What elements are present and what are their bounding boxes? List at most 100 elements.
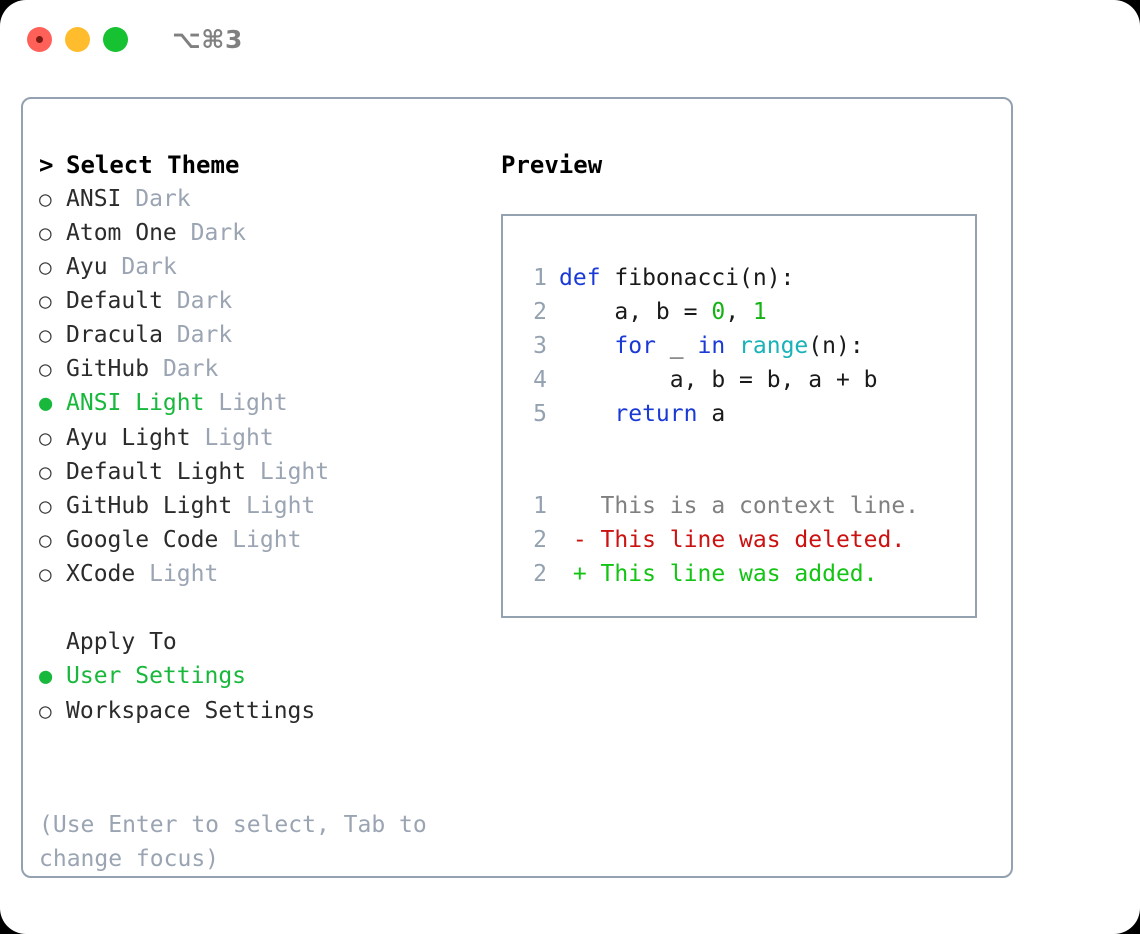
theme-variant-value: Light: [149, 561, 219, 587]
diff-line: 2 - This line was deleted.: [519, 523, 969, 557]
theme-name-label: XCode: [66, 561, 136, 587]
theme-variant-label: [163, 284, 177, 318]
theme-list: ○ANSI Dark○Atom One Dark○Ayu Dark○Defaul…: [39, 182, 479, 591]
theme-variant-label: [191, 421, 205, 455]
apply-to-option[interactable]: ○Workspace Settings: [39, 694, 479, 728]
theme-variant-value: Dark: [135, 186, 191, 212]
theme-list-item[interactable]: ○ Dracula Dark: [39, 318, 479, 352]
theme-list-item[interactable]: ○ Google Code Light: [39, 523, 479, 557]
theme-variant-label: [163, 318, 177, 352]
theme-list-item[interactable]: ○ Ayu Dark: [39, 250, 479, 284]
radio-unselected-icon[interactable]: ○: [39, 699, 52, 723]
radio-unselected-icon[interactable]: ○: [39, 528, 52, 552]
close-window-button[interactable]: [27, 26, 52, 52]
maximize-window-button[interactable]: [103, 26, 128, 52]
preview-title: Preview: [501, 151, 603, 179]
theme-name-label: Atom One: [66, 220, 177, 246]
theme-list-item[interactable]: ● ANSI Light Light: [39, 386, 479, 421]
theme-variant-value: Dark: [162, 356, 219, 382]
apply-to-option[interactable]: ●User Settings: [39, 659, 479, 694]
diff-line-number: 2: [533, 527, 547, 553]
code-token: 0: [711, 299, 726, 325]
radio-unselected-icon[interactable]: ○: [39, 323, 52, 347]
code-token: ,: [725, 299, 753, 325]
radio-selected-icon[interactable]: ●: [39, 664, 53, 689]
help-text: (Use Enter to select, Tab to change focu…: [39, 812, 427, 872]
apply-to-marker-placeholder: ○: [39, 625, 66, 659]
code-line: 3 for _ in range(n):: [519, 329, 969, 363]
radio-unselected-icon[interactable]: ○: [39, 357, 52, 381]
theme-selector-column: >Select Theme ○ANSI Dark○Atom One Dark○A…: [39, 148, 479, 728]
theme-name-label: ANSI: [66, 186, 122, 212]
theme-variant-value: Light: [259, 459, 330, 485]
radio-unselected-icon[interactable]: ○: [39, 187, 52, 211]
theme-variant-value: Light: [204, 425, 274, 451]
diff-line-text: + This line was added.: [559, 561, 878, 587]
code-token: [725, 333, 739, 359]
theme-variant-value: Light: [246, 493, 316, 519]
theme-list-item[interactable]: ○GitHub Dark: [39, 352, 479, 386]
code-line: 5 return a: [519, 397, 969, 431]
code-token: (n):: [808, 333, 864, 359]
theme-list-item[interactable]: ○Atom One Dark: [39, 216, 479, 250]
radio-unselected-icon[interactable]: ○: [39, 221, 52, 245]
code-token: a, b =: [559, 299, 712, 325]
code-token: return: [614, 401, 698, 427]
theme-list-item[interactable]: ○ ANSI Dark: [39, 182, 479, 216]
main-panel: >Select Theme ○ANSI Dark○Atom One Dark○A…: [21, 97, 1013, 878]
code-token: 1: [752, 299, 767, 325]
radio-unselected-icon[interactable]: ○: [39, 255, 52, 279]
code-token: fibonacci(n):: [600, 265, 795, 291]
diff-line-number: 1: [533, 493, 547, 519]
radio-unselected-icon[interactable]: ○: [39, 460, 52, 484]
apply-to-list: ●User Settings○Workspace Settings: [39, 659, 479, 728]
keyboard-shortcut-label: ⌥⌘3: [172, 24, 243, 54]
code-line-number: 3: [533, 333, 547, 359]
radio-selected-icon[interactable]: ●: [39, 391, 53, 416]
select-theme-header: >Select Theme: [39, 148, 479, 182]
theme-variant-label: [246, 455, 260, 489]
diff-line: 1 This is a context line.: [519, 489, 969, 523]
minimize-window-button[interactable]: [65, 26, 90, 52]
radio-unselected-icon[interactable]: ○: [39, 562, 52, 586]
theme-variant-label: [121, 182, 135, 216]
theme-name-label: Default: [66, 288, 163, 314]
code-token: for: [614, 333, 656, 359]
theme-variant-label: [149, 352, 163, 386]
theme-variant-label: [135, 557, 149, 591]
theme-list-item[interactable]: ○ Default Dark: [39, 284, 479, 318]
theme-variant-value: Dark: [176, 322, 233, 348]
theme-variant-label: [204, 386, 218, 420]
theme-variant-value: Dark: [176, 288, 233, 314]
theme-variant-label: [177, 216, 191, 250]
theme-list-item[interactable]: ○Ayu Light Light: [39, 421, 479, 455]
theme-name-label: Ayu: [66, 254, 108, 280]
code-diff-separator: [519, 431, 969, 489]
radio-unselected-icon[interactable]: ○: [39, 289, 52, 313]
diff-line-text: - This line was deleted.: [559, 527, 906, 553]
theme-list-item[interactable]: ○Default Light Light: [39, 455, 479, 489]
theme-list-item[interactable]: ○ XCode Light: [39, 557, 479, 591]
code-line-number: 1: [533, 265, 547, 291]
code-line-number: 2: [533, 299, 547, 325]
apply-to-header: ○Apply To: [39, 625, 479, 659]
radio-unselected-icon[interactable]: ○: [39, 494, 52, 518]
theme-variant-label: [218, 523, 232, 557]
radio-unselected-icon[interactable]: ○: [39, 426, 52, 450]
window-controls: [27, 26, 128, 52]
theme-name-label: Dracula: [66, 322, 163, 348]
cursor-caret-icon: >: [39, 151, 54, 179]
theme-name-label: ANSI Light: [66, 390, 205, 416]
code-line: 4 a, b = b, a + b: [519, 363, 969, 397]
code-token: range: [739, 333, 809, 359]
theme-variant-value: Light: [218, 390, 288, 416]
theme-variant-value: Light: [232, 527, 302, 553]
theme-list-item[interactable]: ○GitHub Light Light: [39, 489, 479, 523]
theme-name-label: Google Code: [66, 527, 219, 553]
theme-variant-value: Dark: [121, 254, 177, 280]
code-token: _: [655, 333, 698, 359]
